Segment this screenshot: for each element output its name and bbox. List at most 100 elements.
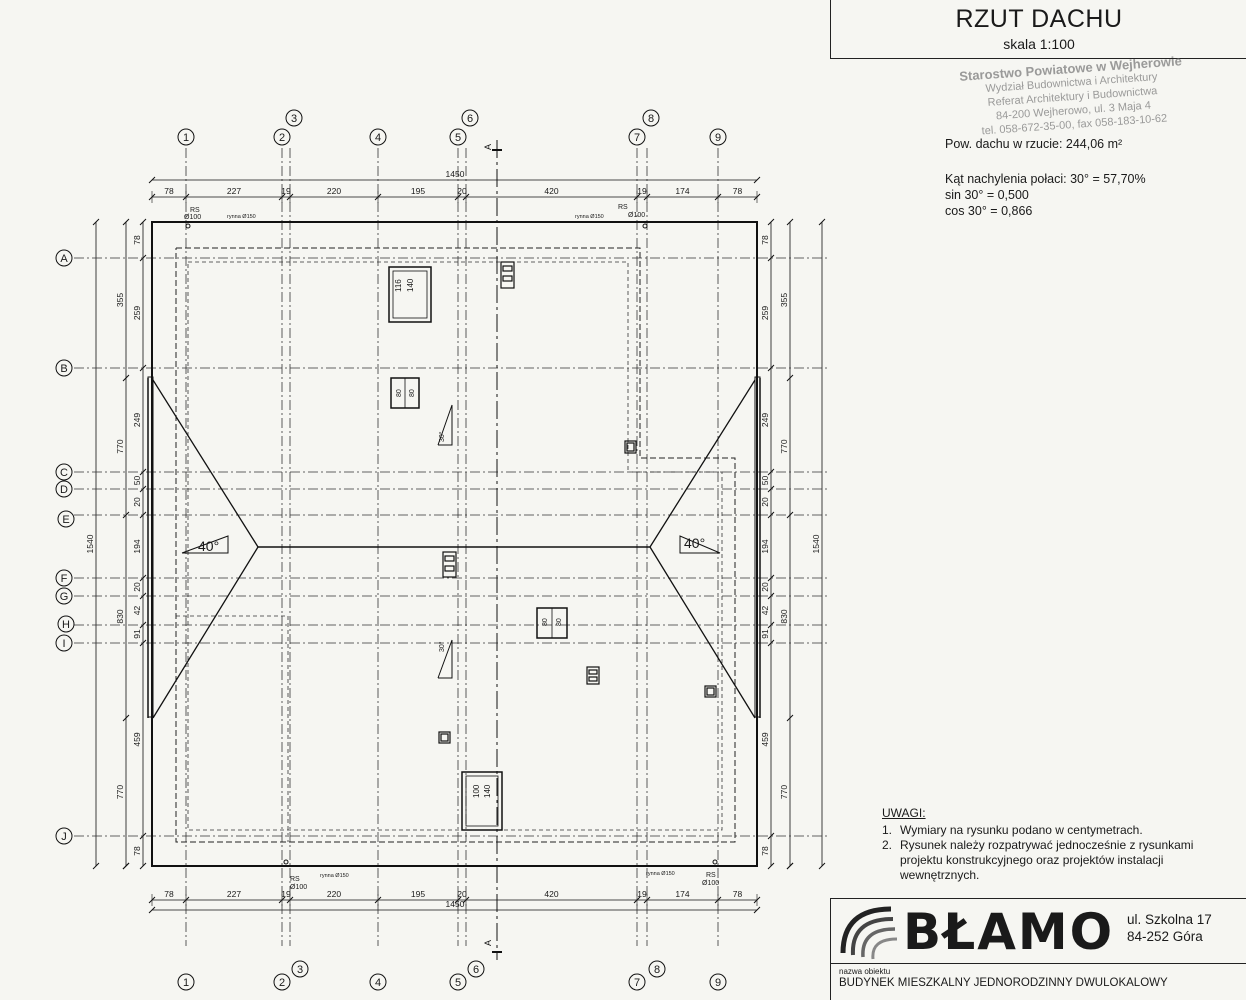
dimension-tick bbox=[818, 218, 826, 226]
window-dim: 116 bbox=[394, 279, 403, 292]
object-name: BUDYNEK MIESZKALNY JEDNORODZINNY DWULOKA… bbox=[839, 977, 1168, 989]
drawing-title: RZUT DACHU bbox=[955, 5, 1123, 33]
grid-bubble bbox=[55, 463, 73, 481]
note-item: Wymiary na rysunku podano w centymetrach… bbox=[900, 823, 1143, 837]
dimension-value: 220 bbox=[327, 186, 341, 196]
svg-text:Ø100: Ø100 bbox=[702, 880, 719, 887]
grid-bubble bbox=[369, 128, 387, 146]
svg-text:40°: 40° bbox=[198, 538, 219, 554]
grid-bubble-label: 8 bbox=[654, 964, 660, 976]
grid-bubble-label: E bbox=[62, 514, 69, 526]
dimension-value: 78 bbox=[733, 186, 743, 196]
object-label: nazwa obiektu bbox=[839, 967, 891, 976]
dimension-value: 42 bbox=[132, 606, 142, 616]
dimension-value: 259 bbox=[132, 306, 142, 320]
dimension-tick bbox=[753, 906, 761, 914]
dimension-value: 420 bbox=[544, 186, 558, 196]
grid-bubble bbox=[291, 960, 309, 978]
roof-window-b: 100 140 bbox=[461, 771, 503, 831]
dimension-tick bbox=[122, 374, 130, 382]
dimension-value: 355 bbox=[116, 0, 130, 2]
grid-bubble bbox=[55, 249, 73, 267]
grid-bubble bbox=[55, 359, 73, 377]
hip-line bbox=[649, 546, 756, 719]
dimension-total: 1540 bbox=[811, 534, 821, 553]
dimension-value: 19 bbox=[637, 889, 647, 899]
hip-line bbox=[152, 546, 259, 719]
dimension-total: 1450 bbox=[446, 169, 465, 179]
svg-text:RS: RS bbox=[618, 204, 628, 211]
dimension-value: 20 bbox=[457, 889, 467, 899]
dimension-value: 78 bbox=[164, 186, 174, 196]
grid-bubble-label: 2 bbox=[279, 977, 285, 989]
dimension-tick bbox=[786, 714, 794, 722]
hip-line bbox=[152, 379, 259, 548]
dimension-value: 78 bbox=[733, 889, 743, 899]
svg-text:30°: 30° bbox=[438, 641, 446, 652]
dimension-value: 20 bbox=[132, 497, 142, 507]
company-logo-icon bbox=[840, 906, 898, 960]
dimension-value: 20 bbox=[760, 582, 770, 592]
dimension-value: 19 bbox=[281, 186, 291, 196]
grid-bubble bbox=[461, 109, 479, 127]
dimension-tick bbox=[148, 906, 156, 914]
dimension-value: 227 bbox=[227, 186, 241, 196]
dimension-value: 20 bbox=[760, 497, 770, 507]
grid-bubble bbox=[55, 569, 73, 587]
dimension-value: 78 bbox=[164, 889, 174, 899]
dimension-value: 194 bbox=[132, 539, 142, 553]
dimension-value: 249 bbox=[132, 413, 142, 427]
svg-text:80: 80 bbox=[409, 389, 416, 397]
grid-bubble-label: J bbox=[61, 831, 67, 843]
svg-text:rynna Ø150: rynna Ø150 bbox=[575, 214, 604, 220]
dimension-value: 459 bbox=[760, 732, 770, 746]
grid-bubble-label: 1 bbox=[183, 977, 189, 989]
dimension-value: 770 bbox=[115, 439, 125, 453]
dimension-value: 78 bbox=[760, 846, 770, 856]
grid-bubble-label: G bbox=[60, 591, 69, 603]
approval-stamp: Starostwo Powiatowe w Wejherowie Wydział… bbox=[958, 53, 1183, 138]
grid-bubble-label: 3 bbox=[291, 113, 297, 125]
notes-block: UWAGI: 1.Wymiary na rysunku podano w cen… bbox=[882, 806, 1232, 883]
dimension-tick bbox=[122, 218, 130, 226]
skylight: 80 80 bbox=[390, 377, 420, 409]
grid-bubble bbox=[709, 128, 727, 146]
grid-bubble-label: 4 bbox=[375, 977, 381, 989]
dimension-tick bbox=[767, 862, 775, 870]
grid-bubble-label: 1 bbox=[183, 132, 189, 144]
section-label: A bbox=[483, 144, 493, 150]
title-block: BŁAMO ul. Szkolna 17 84-252 Góra nazwa o… bbox=[830, 898, 1246, 1000]
svg-text:RS: RS bbox=[706, 872, 716, 879]
dimension-value: 249 bbox=[760, 413, 770, 427]
grid-bubble bbox=[55, 587, 73, 605]
notes-heading: UWAGI: bbox=[882, 806, 926, 820]
vent bbox=[438, 261, 717, 744]
dimension-value: 355 bbox=[115, 293, 125, 307]
company-address: ul. Szkolna 17 84-252 Góra bbox=[1127, 912, 1212, 944]
grid-bubble-label: 6 bbox=[467, 113, 473, 125]
grid-bubble-label: B bbox=[60, 363, 67, 375]
title-box: RZUT DACHU skala 1:100 bbox=[830, 0, 1246, 59]
svg-text:RS: RS bbox=[290, 876, 300, 883]
dimension-value: 194 bbox=[760, 539, 770, 553]
dimension-value: 220 bbox=[327, 889, 341, 899]
dimension-value: 19 bbox=[637, 186, 647, 196]
dimension-tick bbox=[767, 218, 775, 226]
dimension-value: 91 bbox=[760, 629, 770, 639]
grid-bubble bbox=[273, 973, 291, 991]
dimension-value: 50 bbox=[760, 476, 770, 486]
svg-text:Ø100: Ø100 bbox=[290, 884, 307, 891]
grid-bubble bbox=[55, 480, 73, 498]
dimension-tick bbox=[786, 218, 794, 226]
section-label: A bbox=[483, 940, 493, 946]
svg-text:80: 80 bbox=[542, 618, 549, 626]
cosine-value: cos 30° = 0,866 bbox=[945, 204, 1033, 218]
slope-marker: 30° bbox=[437, 639, 453, 679]
dimension-value: 195 bbox=[411, 186, 425, 196]
grid-bubble bbox=[628, 973, 646, 991]
dimension-value: 770 bbox=[779, 785, 789, 799]
roof-window-a: 116 140 bbox=[388, 266, 432, 323]
grid-bubble-label: 5 bbox=[455, 132, 461, 144]
